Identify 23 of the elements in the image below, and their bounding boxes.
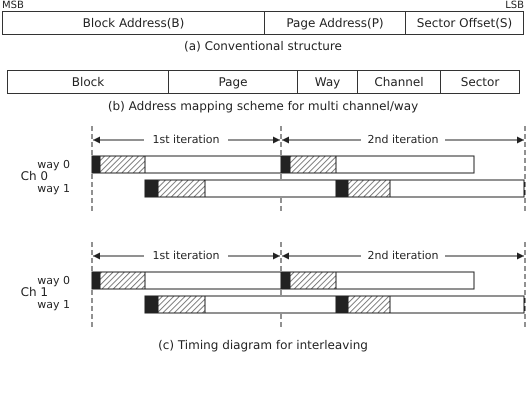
row-label: way 0 [37,158,70,171]
bit-order-label: LSB [505,0,524,12]
figure-caption: (c) Timing diagram for interleaving [158,339,368,352]
row-label: way 1 [37,298,70,311]
row-label: way 0 [37,274,70,287]
row-label: way 1 [37,182,70,195]
address-field: Page [168,70,298,94]
iteration-label: 2nd iteration [368,249,438,262]
iteration-label: 1st iteration [152,249,220,262]
bit-order-label: MSB [2,0,24,12]
address-field: Page Address(P) [264,11,406,35]
address-field: Sector [440,70,520,94]
row-label: Ch 1 [20,286,48,299]
address-field: Channel [357,70,441,94]
address-field: Way [297,70,358,94]
figure-caption: (b) Address mapping scheme for multi channel/way [108,100,418,113]
iteration-label: 2nd iteration [368,133,438,146]
address-field: Block [7,70,169,94]
iteration-label: 1st iteration [152,133,220,146]
row-label: Ch 0 [20,170,48,183]
address-field: Sector Offset(S) [405,11,524,35]
figure-caption: (a) Conventional structure [184,40,342,53]
address-field: Block Address(B) [2,11,265,35]
